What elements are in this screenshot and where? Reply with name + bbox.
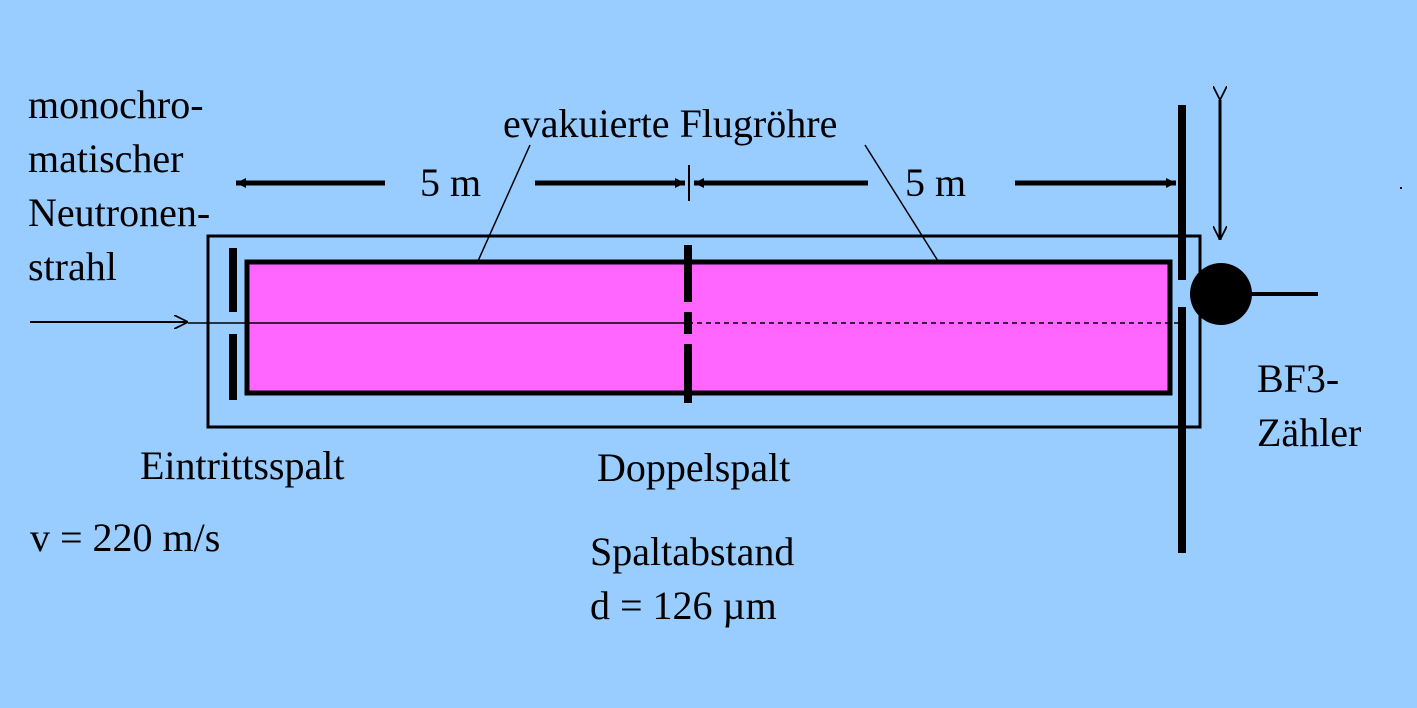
velocity-label: v = 220 m/s xyxy=(30,515,220,560)
slit-spacing-value: d = 126 µm xyxy=(590,583,777,628)
beam-label-line1: monochro- xyxy=(28,82,204,127)
bf3-detector-icon xyxy=(1190,263,1252,325)
beam-label-line3: Neutronen- xyxy=(28,190,210,235)
distance-label-left: 5 m xyxy=(420,160,481,205)
outer-housing xyxy=(206,234,1202,429)
slit-spacing-label: Spaltabstand xyxy=(590,529,794,574)
distance-label-right: 5 m xyxy=(905,160,966,205)
tube-label: evakuierte Flugröhre xyxy=(503,101,837,146)
stray-dot xyxy=(1400,187,1402,189)
beam-label-line4: strahl xyxy=(28,244,117,289)
detector-label-line2: Zähler xyxy=(1257,410,1361,455)
flight-tube xyxy=(244,259,1173,396)
tube-leader-left xyxy=(477,144,531,262)
entrance-slit-label: Eintrittsspalt xyxy=(140,443,344,488)
tube-leader-right xyxy=(864,144,939,262)
detector-label-line1: BF3- xyxy=(1257,356,1339,401)
beam-label-line2: matischer xyxy=(28,136,184,181)
double-slit-label: Doppelspalt xyxy=(597,445,790,490)
